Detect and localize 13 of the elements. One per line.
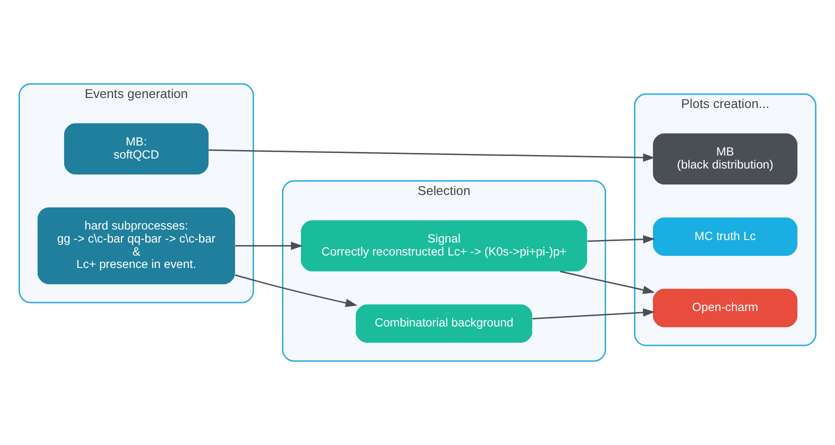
arrow — [234, 274, 358, 308]
arrow — [235, 242, 303, 250]
arrow — [587, 235, 656, 244]
arrow — [532, 308, 655, 320]
node-box: Signal Correctly reconstructed Lc+ -> (K0s->pi+pi-)p+ — [300, 220, 588, 272]
node-box: Combinatorial background — [356, 304, 532, 343]
arrow — [560, 270, 655, 294]
node-box: MC truth Lc — [652, 217, 798, 256]
node-box: hard subprocesses: gg -> c\c-bar qq-bar -> c\c-bar & Lc+ presence in event. — [38, 207, 236, 284]
node-box: MB: softQCD — [64, 123, 209, 174]
node-box: Open-charm — [652, 288, 798, 328]
node-box: MB (black distribution) — [652, 133, 798, 185]
arrow — [208, 149, 655, 162]
